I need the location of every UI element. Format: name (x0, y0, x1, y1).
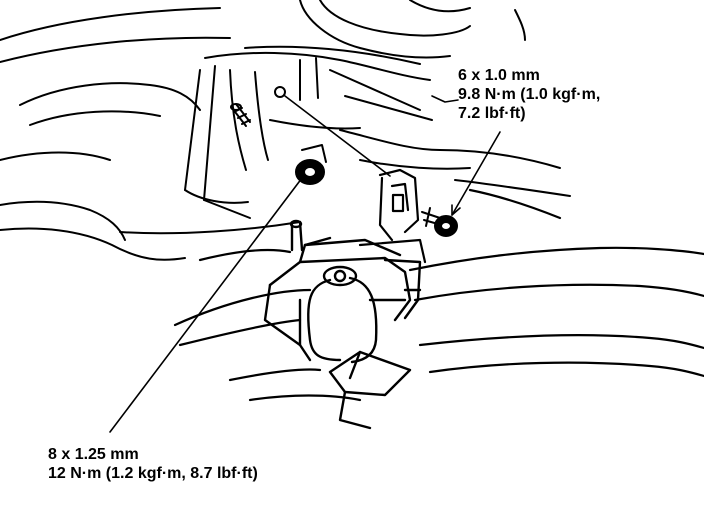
leader-lower-bolt (109, 177, 303, 433)
upper-bolt-size: 6 x 1.0 mm (458, 67, 540, 84)
upper-bolt-icon (421, 207, 458, 237)
right-mount-bracket (358, 168, 427, 264)
upper-bolt-torque-cont: 7.2 lbf·ft) (458, 105, 526, 122)
lower-bolt-torque-callout: 8 x 1.25 mm 12 N·m (1.2 kgf·m, 8.7 lbf·f… (48, 445, 258, 483)
lower-bolt-torque: 12 N·m (1.2 kgf·m, 8.7 lbf·ft) (48, 465, 258, 482)
upper-frame-outlines (0, 0, 571, 261)
bushing-bracket (263, 219, 422, 430)
leader-upper-to-stud (284, 95, 391, 177)
leader-lines (109, 95, 501, 433)
stud-bolt-icon (230, 103, 251, 127)
lower-bolt-size: 8 x 1.25 mm (48, 446, 139, 463)
lower-hose-outlines (173, 188, 704, 402)
leader-upper-bolt (451, 131, 501, 216)
leader-upper-callout (431, 95, 459, 103)
upper-bolt-torque-callout: 6 x 1.0 mm 9.8 N·m (1.0 kgf·m, 7.2 lbf·f… (458, 66, 600, 123)
upper-bolt-torque: 9.8 N·m (1.0 kgf·m, (458, 86, 601, 103)
lower-nut-icon (274, 86, 327, 185)
